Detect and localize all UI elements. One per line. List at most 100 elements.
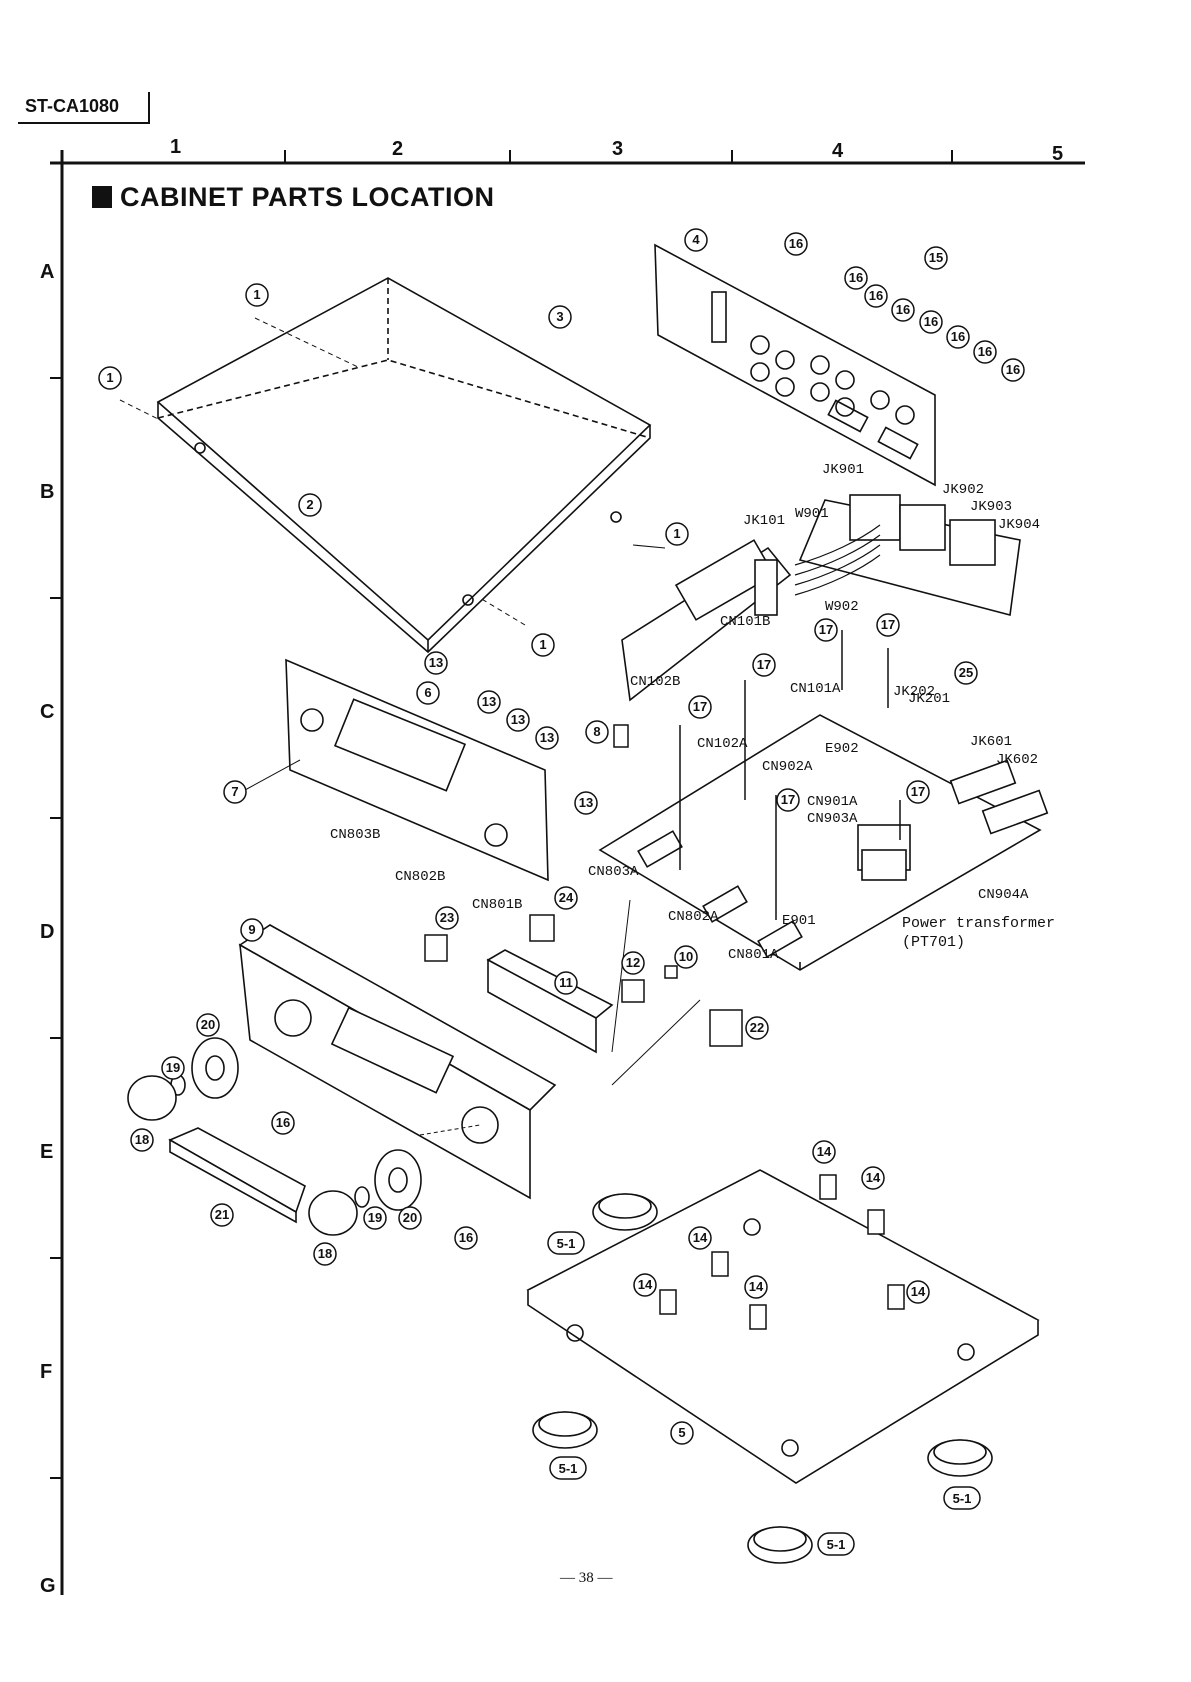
grid-col-2: 2 <box>392 138 403 160</box>
callout-25: 25 <box>954 661 978 685</box>
label-cn801a: CN801A <box>728 947 779 963</box>
label-cn801b: CN801B <box>472 897 522 913</box>
front-panel-drawing <box>238 924 557 1200</box>
svg-text:5-1: 5-1 <box>953 1491 972 1506</box>
callout-1: 1 <box>665 522 689 546</box>
callout-19: 19 <box>363 1206 387 1230</box>
callout-2: 2 <box>298 493 322 517</box>
label-jk101: JK101 <box>743 513 785 529</box>
callout-22: 22 <box>745 1016 769 1040</box>
callout-17: 17 <box>814 618 838 642</box>
callout-5-1: 5-1 <box>547 1231 585 1255</box>
svg-text:16: 16 <box>789 236 803 251</box>
rear-jack-board-drawing <box>798 494 1021 617</box>
screws-drawing <box>679 630 901 920</box>
callout-16: 16 <box>864 284 888 308</box>
svg-text:14: 14 <box>693 1230 708 1245</box>
button-block-drawing <box>486 949 614 1054</box>
label-jk602: JK602 <box>996 752 1038 768</box>
svg-text:14: 14 <box>749 1279 764 1294</box>
grid-col-5: 5 <box>1052 143 1063 165</box>
spacers-drawing <box>659 1174 905 1330</box>
callout-9: 9 <box>240 918 264 942</box>
grid-col-4: 4 <box>832 140 844 162</box>
label-w902: W902 <box>825 599 859 615</box>
svg-text:1: 1 <box>253 287 260 302</box>
callout-16: 16 <box>784 232 808 256</box>
svg-text:25: 25 <box>959 665 973 680</box>
svg-text:16: 16 <box>869 288 883 303</box>
svg-text:16: 16 <box>1006 362 1020 377</box>
svg-text:17: 17 <box>911 784 925 799</box>
callout-5-1: 5-1 <box>943 1486 981 1510</box>
label-cn901a: CN901A <box>807 794 858 810</box>
callout-17: 17 <box>906 780 930 804</box>
callout-5-1: 5-1 <box>549 1456 587 1480</box>
svg-text:13: 13 <box>511 712 525 727</box>
svg-text:17: 17 <box>781 792 795 807</box>
svg-text:16: 16 <box>276 1115 290 1130</box>
knobs-drawing <box>127 1037 422 1236</box>
svg-text:13: 13 <box>540 730 554 745</box>
label-cn101a: CN101A <box>790 681 841 697</box>
callout-17: 17 <box>876 613 900 637</box>
callout-24: 24 <box>554 886 578 910</box>
callout-23: 23 <box>435 906 459 930</box>
svg-text:17: 17 <box>881 617 895 632</box>
label-w901: W901 <box>795 506 829 522</box>
callout-15: 15 <box>924 246 948 270</box>
callout-18: 18 <box>130 1128 154 1152</box>
svg-text:16: 16 <box>924 314 938 329</box>
callout-16: 16 <box>946 325 970 349</box>
svg-text:22: 22 <box>750 1020 764 1035</box>
svg-text:16: 16 <box>951 329 965 344</box>
callout-12: 12 <box>621 951 645 975</box>
callout-16: 16 <box>973 340 997 364</box>
svg-text:20: 20 <box>201 1017 215 1032</box>
rear-panel-drawing <box>654 243 936 487</box>
callout-17: 17 <box>776 788 800 812</box>
model-number: ST-CA1080 <box>25 96 120 116</box>
label-e901: E901 <box>782 913 816 929</box>
component-labels: JK901 JK902 JK903 JK904 JK101 W901 W902 … <box>330 462 1055 963</box>
grid-row-a: A <box>40 261 54 283</box>
callout-13: 13 <box>424 651 448 675</box>
svg-text:19: 19 <box>166 1060 180 1075</box>
svg-text:20: 20 <box>403 1210 417 1225</box>
callout-19: 19 <box>161 1056 185 1080</box>
label-cn101b: CN101B <box>720 614 770 630</box>
label-power-transformer: Power transformer <box>902 915 1055 932</box>
label-jk903: JK903 <box>970 499 1012 515</box>
label-jk201: JK201 <box>908 691 950 707</box>
label-jk901: JK901 <box>822 462 864 478</box>
model-underline <box>18 122 148 124</box>
svg-text:16: 16 <box>978 344 992 359</box>
svg-text:3: 3 <box>556 309 563 324</box>
label-jk904: JK904 <box>998 517 1040 533</box>
callout-5: 5 <box>670 1421 694 1445</box>
svg-text:18: 18 <box>318 1246 332 1261</box>
svg-text:21: 21 <box>215 1207 229 1222</box>
callout-7: 7 <box>223 780 247 804</box>
callout-14: 14 <box>906 1280 930 1304</box>
label-e902: E902 <box>825 741 859 757</box>
svg-text:7: 7 <box>231 784 238 799</box>
callout-14: 14 <box>688 1226 712 1250</box>
ribbon-cable-drawing <box>794 524 881 596</box>
callout-1: 1 <box>98 366 122 390</box>
grid-row-g: G <box>40 1575 56 1597</box>
page-title-text: CABINET PARTS LOCATION <box>120 182 495 212</box>
svg-text:13: 13 <box>429 655 443 670</box>
svg-text:16: 16 <box>849 270 863 285</box>
label-cn802b: CN802B <box>395 869 445 885</box>
feet-drawing <box>532 1193 993 1564</box>
main-pcb-drawing <box>598 714 1049 971</box>
svg-text:19: 19 <box>368 1210 382 1225</box>
callout-1: 1 <box>531 633 555 657</box>
svg-text:14: 14 <box>638 1277 653 1292</box>
svg-text:5: 5 <box>678 1425 685 1440</box>
grid-column-labels: 1 2 3 4 5 <box>170 136 1063 165</box>
label-cn903a: CN903A <box>807 811 858 827</box>
svg-text:11: 11 <box>559 975 573 990</box>
callout-16: 16 <box>891 298 915 322</box>
